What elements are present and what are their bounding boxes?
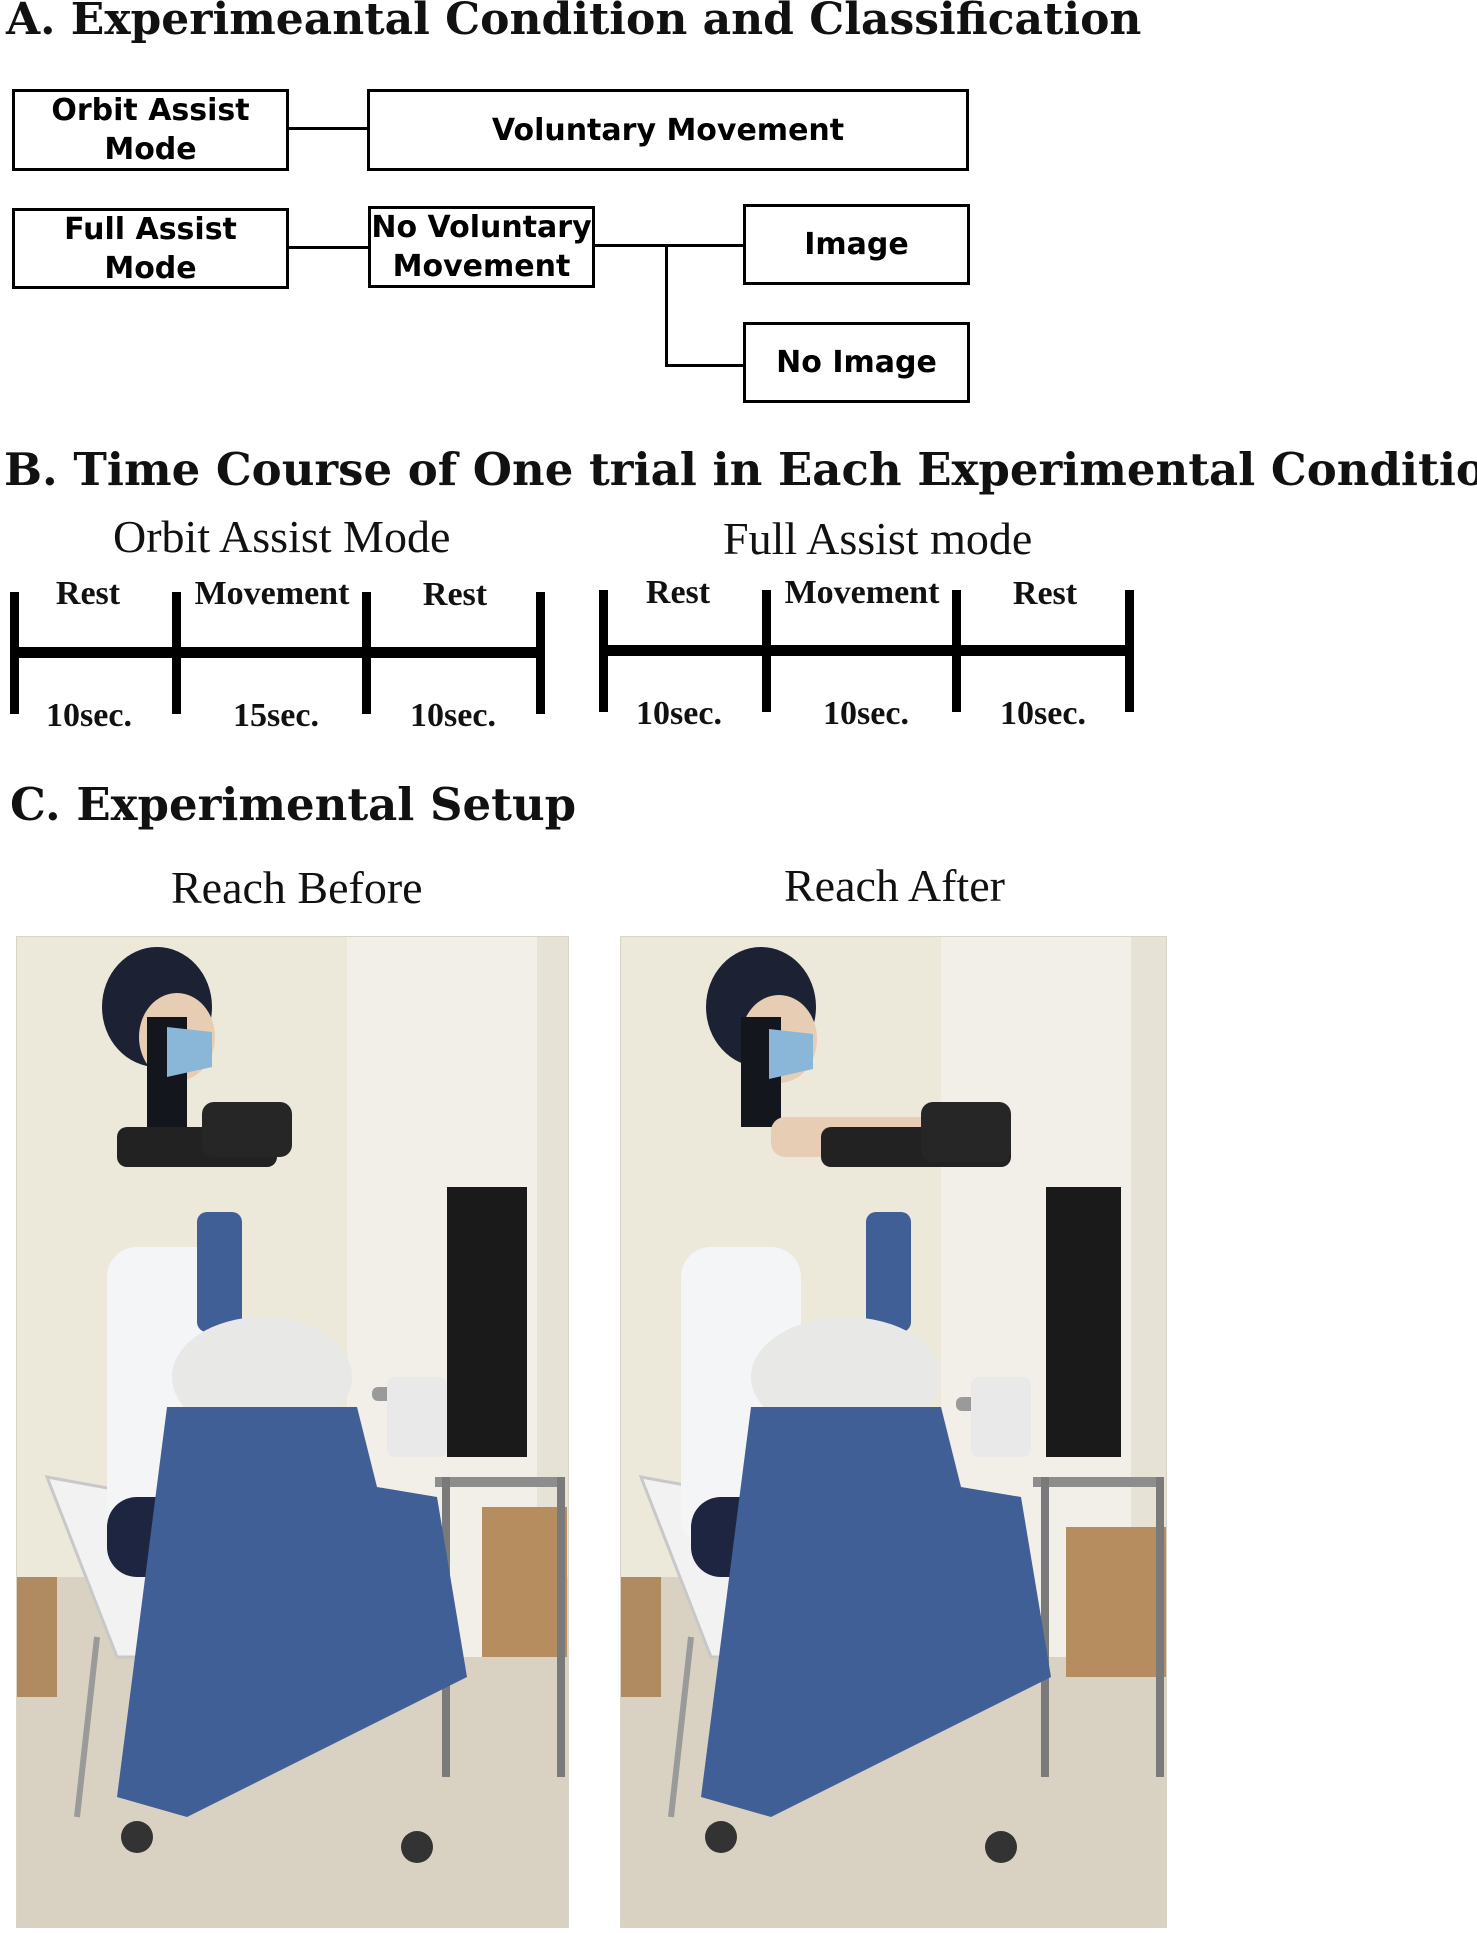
phase-label: Movement [784,574,940,611]
orbit-assist-mode-box: Orbit Assist Mode [12,89,289,171]
photo-reach-after [620,936,1167,1928]
timeline-tick [599,590,608,712]
phase-label: Rest [1012,575,1078,612]
timeline-tick [172,592,181,714]
connector-line [288,127,368,130]
phase-label: Rest [645,574,711,611]
timeline-tick [362,592,371,714]
image-box: Image [743,204,970,285]
voluntary-movement-box: Voluntary Movement [367,89,969,171]
phase-duration: 10sec. [1000,695,1086,732]
timeline-tick [536,592,545,714]
timeline-tick [1125,590,1134,712]
phase-duration: 15sec. [233,697,319,734]
phase-label: Rest [55,575,121,612]
timeline-title-orbit: Orbit Assist Mode [113,511,451,562]
section-c-title: C. Experimental Setup [10,778,577,831]
no-image-box: No Image [743,322,970,403]
no-voluntary-movement-label: No Voluntary Movement [371,210,592,284]
photo-reach-before [16,936,569,1928]
no-voluntary-movement-box: No Voluntary Movement [368,206,595,288]
reach-before-illustration [17,937,568,1927]
connector-line [665,244,668,367]
photo-caption-after: Reach After [784,860,1005,911]
full-assist-mode-label: Full Assist Mode [64,211,237,286]
image-label: Image [804,227,909,262]
orbit-assist-mode-label: Orbit Assist Mode [51,93,250,167]
voluntary-movement-label: Voluntary Movement [491,112,845,148]
section-b-title: B. Time Course of One trial in Each Expe… [4,443,1477,496]
photo-caption-before: Reach Before [171,862,423,913]
phase-label: Movement [194,575,350,612]
timeline-title-full: Full Assist mode [723,513,1033,564]
phase-duration: 10sec. [46,697,132,734]
phase-duration: 10sec. [410,697,496,734]
connector-line [665,364,744,367]
timeline-tick [10,592,19,714]
timeline-tick [952,590,961,712]
timeline-tick [762,590,771,712]
connector-line [288,246,370,249]
phase-label: Rest [422,576,488,613]
timeline-axis [12,647,544,658]
phase-duration: 10sec. [636,695,722,732]
reach-after-illustration [621,937,1166,1927]
full-assist-mode-box: Full Assist Mode [12,208,289,289]
phase-duration: 10sec. [823,695,909,732]
timeline-axis [600,645,1134,656]
section-a-title: A. Experimeantal Condition and Classific… [6,0,1142,45]
no-image-label: No Image [776,345,937,380]
connector-line [594,244,744,247]
